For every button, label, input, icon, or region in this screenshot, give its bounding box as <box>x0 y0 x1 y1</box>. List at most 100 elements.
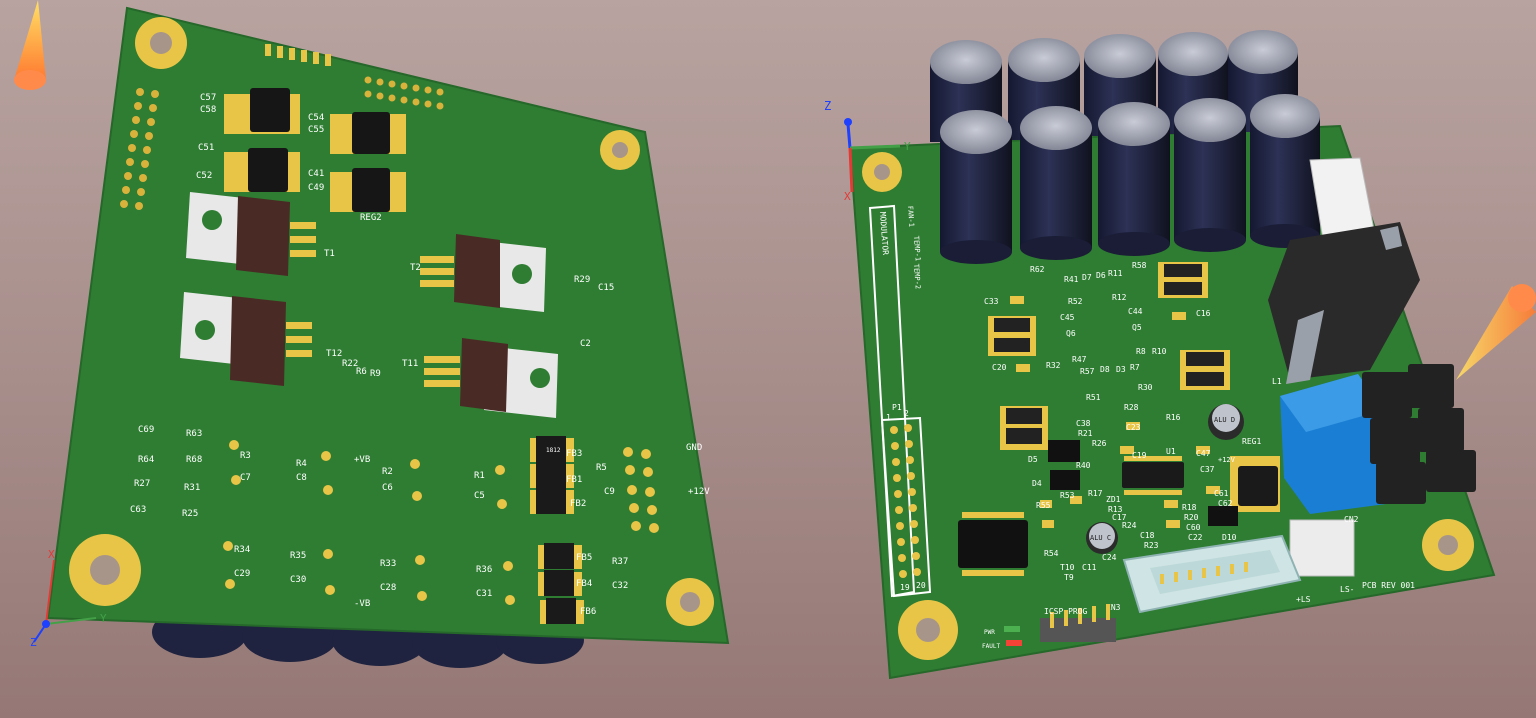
label-r68: R68 <box>186 455 202 465</box>
label-t2: T2 <box>410 263 421 273</box>
label-r13: R13 <box>1108 505 1123 514</box>
axis-x-label-left: X <box>48 548 55 561</box>
label-r21: R21 <box>1078 429 1093 438</box>
axis-triad-right[interactable]: Z Y X <box>824 99 911 203</box>
mounting-hole-right-bl <box>898 600 958 660</box>
connector-cn3[interactable]: CN3 <box>1106 534 1302 614</box>
blue-component <box>1280 374 1386 514</box>
left-board-silkscreen: T1 T2 T11 T12 REG2 C57 C58 C54 C55 C51 C… <box>130 93 710 617</box>
label-temp2: TEMP-2 <box>912 264 922 290</box>
axis-y-label-left: Y <box>100 612 107 625</box>
ferrite-beads-upper: 1812 <box>530 436 574 514</box>
axis-z-label-right: Z <box>824 99 831 113</box>
header-p1[interactable]: P1 1 2 19 20 <box>880 403 932 598</box>
label-r32: R32 <box>1046 361 1061 370</box>
left-pcb-board[interactable]: 1812 T1 T2 T11 T12 REG2 C57 C58 C54 <box>30 6 730 668</box>
label-r29: R29 <box>574 275 590 285</box>
ic-soic-large <box>958 512 1028 576</box>
transistor-t2 <box>420 234 546 312</box>
label-fb4: FB4 <box>576 579 592 589</box>
label-c8: C8 <box>296 473 307 483</box>
label-pin20: 20 <box>916 581 926 590</box>
label-c18: C18 <box>1140 531 1155 540</box>
label-r37: R37 <box>612 557 628 567</box>
label-r40: R40 <box>1076 461 1091 470</box>
label-r27: R27 <box>134 479 150 489</box>
smd-power-pads <box>988 262 1230 450</box>
transistor-t12 <box>180 292 312 386</box>
label-cn2: CN2 <box>1344 515 1359 524</box>
label-gnd: GND <box>686 443 702 453</box>
label-c55: C55 <box>308 125 324 135</box>
label-r9: R9 <box>370 369 381 379</box>
label-pcb-rev: PCB REV 001 <box>1362 581 1415 590</box>
label-12v: +12V <box>688 487 710 497</box>
connector-cn2[interactable]: CN2 <box>1289 515 1359 577</box>
transistor-t1 <box>186 192 316 276</box>
light-source-right[interactable] <box>1456 284 1536 380</box>
label-reg2: REG2 <box>360 213 382 223</box>
label-u1: U1 <box>1166 447 1176 456</box>
label-c47: C47 <box>1196 449 1211 458</box>
label-c62: C62 <box>1218 499 1233 508</box>
label-d10: D10 <box>1222 533 1237 542</box>
axis-x-label-right: X <box>844 190 851 203</box>
label-alu-c: ALU C <box>1090 534 1111 542</box>
label-c61: C61 <box>1214 489 1229 498</box>
label-r4: R4 <box>296 459 307 469</box>
label-r20: R20 <box>1184 513 1199 522</box>
label-c63: C63 <box>130 505 146 515</box>
ic-u1: U1 <box>1122 447 1184 495</box>
label-c44: C44 <box>1128 307 1143 316</box>
label-r7: R7 <box>1130 363 1140 372</box>
label-c54: C54 <box>308 113 324 123</box>
label-fb6: FB6 <box>580 607 596 617</box>
label-c7: C7 <box>240 473 251 483</box>
label-r6: R6 <box>356 367 367 377</box>
label-c41: C41 <box>308 169 324 179</box>
label-vb-neg: -VB <box>354 599 370 609</box>
smd-small-pads-right <box>1010 296 1220 528</box>
label-r2: R2 <box>382 467 393 477</box>
label-t1: T1 <box>324 249 335 259</box>
label-c24: C24 <box>1102 553 1117 562</box>
axis-y-label-right: Y <box>904 140 911 153</box>
light-source-top-left[interactable] <box>14 0 46 90</box>
label-d3: D3 <box>1116 365 1126 374</box>
label-fb1: FB1 <box>566 475 582 485</box>
terminal-blocks <box>1362 364 1476 504</box>
label-r47: R47 <box>1072 355 1087 364</box>
label-r17: R17 <box>1088 489 1103 498</box>
label-c15: C15 <box>598 283 614 293</box>
label-reg1: REG1 <box>1242 437 1261 446</box>
mounting-hole-top-left <box>135 17 187 69</box>
mounting-hole-right-br <box>1422 519 1474 571</box>
label-c31: C31 <box>476 589 492 599</box>
label-r16: R16 <box>1166 413 1181 422</box>
right-pcb-board[interactable]: MODULATOR P1 1 2 19 20 FAN-1 TEMP-1 TEMP… <box>824 30 1496 680</box>
label-r57: R57 <box>1080 367 1095 376</box>
label-c30: C30 <box>290 575 306 585</box>
label-l1: L1 <box>1272 377 1282 386</box>
label-r62: R62 <box>1030 265 1045 274</box>
header-icsp[interactable]: ICSP PROG <box>1040 604 1116 642</box>
label-pin19: 19 <box>900 583 910 592</box>
label-12v-right: +12V <box>1218 456 1236 464</box>
status-leds: PWR FAULT <box>982 626 1022 650</box>
label-c11: C11 <box>1082 563 1097 572</box>
left-board-surface[interactable] <box>46 6 730 645</box>
axis-triad-left[interactable]: Z Y X <box>30 548 107 649</box>
label-r24: R24 <box>1122 521 1137 530</box>
label-c57: C57 <box>200 93 216 103</box>
label-c32: C32 <box>612 581 628 591</box>
label-r11: R11 <box>1108 269 1123 278</box>
label-r25: R25 <box>182 509 198 519</box>
label-d5: D5 <box>1028 455 1038 464</box>
label-d7: D7 <box>1082 273 1092 282</box>
label-minus-ls: LS- <box>1340 585 1354 594</box>
label-r63: R63 <box>186 429 202 439</box>
label-t9: T9 <box>1064 573 1074 582</box>
label-pin1: 1 <box>886 413 891 422</box>
label-r30: R30 <box>1138 383 1153 392</box>
